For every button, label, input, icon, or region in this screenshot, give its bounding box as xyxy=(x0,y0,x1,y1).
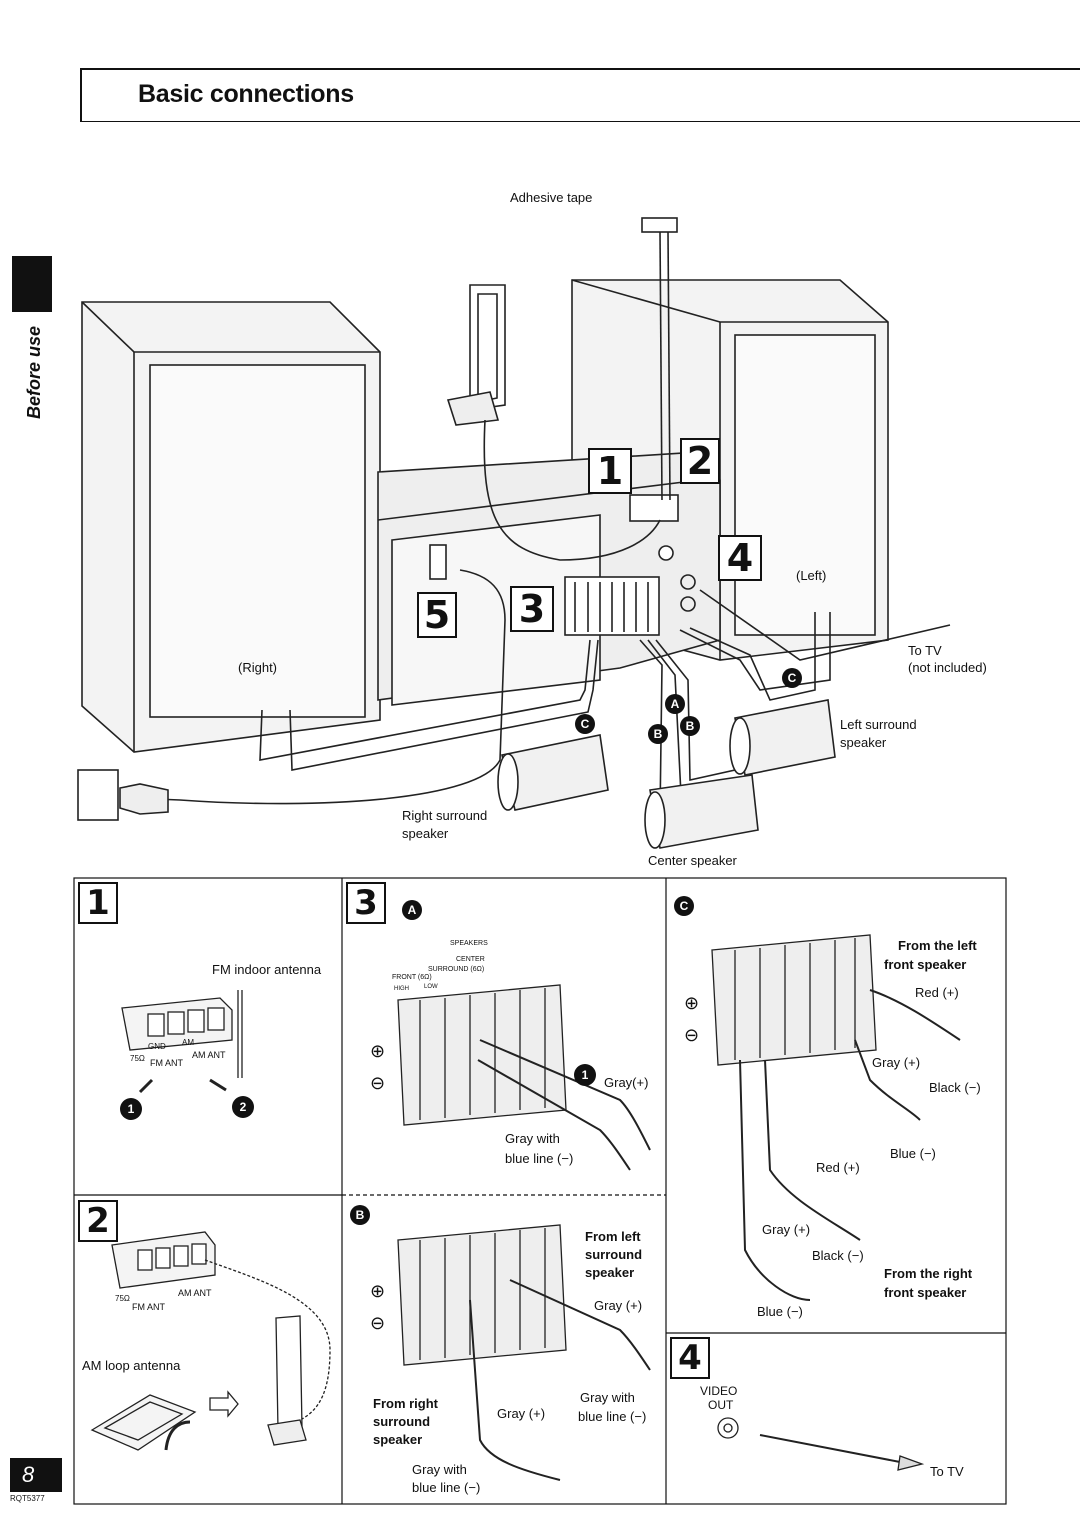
panel-3a-marker: A xyxy=(402,900,422,920)
diagram-step-3: 3 xyxy=(510,586,554,632)
c-blue-minus-1: Blue (−) xyxy=(890,1146,936,1161)
center-speaker xyxy=(644,774,759,849)
to-tv-label: To TV xyxy=(908,643,942,658)
right-surround-speaker xyxy=(497,734,609,811)
panel-1-number: 1 xyxy=(78,882,118,924)
fm-antenna-label: FM indoor antenna xyxy=(212,962,322,977)
marker-c-right: C xyxy=(575,714,595,734)
b-gray-with-1: Gray with xyxy=(580,1390,635,1405)
b-gray-plus-1: Gray (+) xyxy=(594,1298,643,1313)
a-gray-plus: Gray(+) xyxy=(604,1075,649,1090)
minus-symbol-c: ⊖ xyxy=(684,1025,700,1045)
am-panel-am-ant: AM ANT xyxy=(178,1288,212,1298)
page-title: Basic connections xyxy=(138,80,354,108)
high-label: HIGH xyxy=(394,986,409,992)
fm-ant-label: FM ANT xyxy=(150,1058,183,1068)
marker-c-left: C xyxy=(782,668,802,688)
center-speaker-label: Center speaker xyxy=(648,853,737,868)
section-tab-marker xyxy=(12,256,52,312)
b-gray-plus-2: Gray (+) xyxy=(497,1406,546,1421)
right-surround-label-line2: speaker xyxy=(402,826,449,841)
panel-1-step-1: 1 xyxy=(120,1098,142,1120)
b-from-left-line2: surround xyxy=(585,1247,643,1262)
document-code: RQT5377 xyxy=(10,1494,45,1503)
panel-2-number: 2 xyxy=(78,1200,118,1242)
fm-terminal-ohm: 75Ω xyxy=(130,1054,145,1063)
c-gray-plus-2: Gray (+) xyxy=(762,1222,811,1237)
c-from-left-line2: front speaker xyxy=(884,957,967,972)
c-gray-plus-1: Gray (+) xyxy=(872,1055,921,1070)
diagram-step-2: 2 xyxy=(680,438,720,484)
main-unit xyxy=(377,451,721,706)
left-label: (Left) xyxy=(796,568,827,583)
c-black-minus-2: Black (−) xyxy=(812,1248,864,1263)
panel-3a-step-1: 1 xyxy=(574,1064,596,1086)
c-from-right-line1: From the right xyxy=(884,1266,973,1281)
panel-3-number: 3 xyxy=(346,882,386,924)
panel-3c-marker: C xyxy=(674,896,694,916)
panel-4-number: 4 xyxy=(670,1337,710,1379)
surround-6-label: SURROUND (6Ω) xyxy=(428,966,485,973)
c-from-left-line1: From the left xyxy=(898,938,977,953)
a-gray-with: Gray with xyxy=(505,1131,560,1146)
fm-terminal-am: AM xyxy=(182,1038,194,1047)
c-from-right-line2: front speaker xyxy=(884,1285,967,1300)
am-ant-label: AM ANT xyxy=(192,1050,226,1060)
page-number: 8 xyxy=(10,1458,62,1492)
b-from-right-line1: From right xyxy=(373,1396,438,1411)
left-surround-label-line2: speaker xyxy=(840,735,887,750)
c-red-plus-2: Red (+) xyxy=(816,1160,860,1175)
panel-1-step-2: 2 xyxy=(232,1096,254,1118)
not-included-label: (not included) xyxy=(908,660,987,675)
c-red-plus-1: Red (+) xyxy=(915,985,959,1000)
b-blue-line-2: blue line (−) xyxy=(412,1480,481,1495)
diagram-step-4: 4 xyxy=(718,535,762,581)
out-label: OUT xyxy=(708,1398,734,1412)
c-black-minus-1: Black (−) xyxy=(929,1080,981,1095)
b-from-left-line1: From left xyxy=(585,1229,641,1244)
video-label: VIDEO xyxy=(700,1384,738,1398)
b-from-left-line3: speaker xyxy=(585,1265,635,1280)
marker-b-right: B xyxy=(648,724,668,744)
right-surround-label-line1: Right surround xyxy=(402,808,488,823)
c-blue-minus-2: Blue (−) xyxy=(757,1304,803,1319)
left-speaker-cabinet xyxy=(571,279,889,661)
b-blue-line-1: blue line (−) xyxy=(578,1409,647,1424)
fm-terminal-gnd: GND xyxy=(148,1042,166,1051)
panel-4-to-tv: To TV xyxy=(930,1464,964,1479)
marker-a: A xyxy=(665,694,685,714)
plus-symbol-a: ⊕ xyxy=(370,1041,386,1061)
front-6-label: FRONT (6Ω) xyxy=(392,974,432,981)
right-label: (Right) xyxy=(238,660,278,675)
am-panel-fm-ant: FM ANT xyxy=(132,1302,165,1312)
panel-3b-marker: B xyxy=(350,1205,370,1225)
low-label: LOW xyxy=(424,984,438,990)
diagram-step-1: 1 xyxy=(588,448,632,494)
left-surround-speaker xyxy=(729,699,836,776)
am-terminal-ohm: 75Ω xyxy=(115,1294,130,1303)
marker-b-left: B xyxy=(680,716,700,736)
title-bar xyxy=(80,68,1080,122)
center-heading: CENTER xyxy=(456,956,485,963)
plus-symbol-c: ⊕ xyxy=(684,993,700,1013)
b-from-right-line2: surround xyxy=(373,1414,431,1429)
right-speaker-cabinet xyxy=(81,301,381,753)
b-gray-with-2: Gray with xyxy=(412,1462,467,1477)
minus-symbol-a: ⊖ xyxy=(370,1073,386,1093)
diagram-step-5: 5 xyxy=(417,592,457,638)
minus-symbol-b: ⊖ xyxy=(370,1313,386,1333)
plus-symbol-b: ⊕ xyxy=(370,1281,386,1301)
am-loop-label: AM loop antenna xyxy=(82,1358,181,1373)
speakers-heading: SPEAKERS xyxy=(450,940,488,947)
left-surround-label-line1: Left surround xyxy=(840,717,917,732)
b-from-right-line3: speaker xyxy=(373,1432,423,1447)
adhesive-tape-label: Adhesive tape xyxy=(510,190,593,205)
a-blue-line: blue line (−) xyxy=(505,1151,574,1166)
